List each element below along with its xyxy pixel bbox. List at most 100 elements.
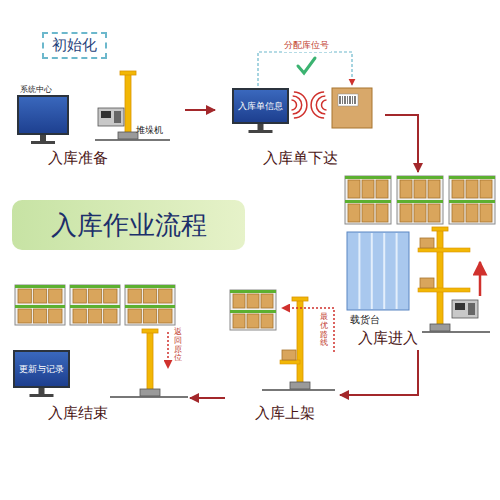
rack-frame (397, 176, 443, 224)
flow-arrow (385, 115, 418, 172)
crane-mast (125, 74, 131, 138)
crane-fork (418, 248, 470, 252)
unit-display (455, 303, 465, 310)
cargo-box (73, 309, 86, 323)
flow-arrow (185, 109, 215, 111)
crane-fork (418, 288, 470, 292)
annotation-label: 分配库位号 (282, 39, 331, 52)
rack-frame (345, 176, 391, 224)
cargo-box (233, 294, 245, 308)
unit-body (98, 108, 124, 126)
rack-shelf-top (125, 285, 175, 288)
annotation-label: 最优路线 (320, 313, 328, 348)
storage-rack (125, 285, 175, 325)
cargo-box (143, 289, 156, 303)
stacker-crane (95, 71, 170, 140)
cargo-box (400, 180, 412, 198)
monitor-stand (258, 124, 264, 130)
cargo-box (376, 180, 388, 198)
cargo-box (282, 350, 296, 360)
rack-frame (230, 290, 276, 330)
unit-panel (468, 303, 475, 315)
rack-shelf-top (15, 285, 65, 288)
rack-frame (449, 176, 495, 224)
cargo-box (480, 204, 492, 222)
cargo-box (128, 289, 141, 303)
rack-shelf-top (449, 176, 495, 179)
rack-shelf-top (397, 176, 443, 179)
crane-top (142, 329, 158, 333)
cargo-box (466, 204, 478, 222)
stage-group: 入库单下达入库单信息 (215, 40, 385, 170)
crane-mast (437, 230, 443, 330)
cargo-box (362, 180, 374, 198)
storage-rack (449, 176, 495, 224)
signal-wave (322, 100, 327, 110)
platform-stripe (371, 233, 373, 309)
monitor-foot (30, 394, 54, 397)
cargo-box (73, 289, 86, 303)
stage-group: 入库上架 (225, 285, 340, 425)
cargo-box (414, 204, 426, 222)
cargo-box (104, 289, 117, 303)
carton (332, 88, 372, 128)
crane-mast (147, 332, 153, 395)
rack-shelf-top (125, 305, 175, 308)
cargo-box (376, 204, 388, 222)
barcode-bar (344, 96, 345, 104)
storage-rack (230, 290, 276, 330)
cargo-box (49, 289, 62, 303)
control-unit (452, 300, 478, 318)
platform-stripe (358, 233, 360, 309)
barcode-bar (347, 96, 348, 104)
annotation-label: 载货台 (350, 313, 380, 327)
annotation-label: 堆垛机 (136, 124, 163, 137)
rack-frame (125, 285, 175, 325)
crane-base (290, 382, 310, 389)
unit-display (101, 111, 111, 118)
step-caption: 入库结束 (48, 404, 108, 423)
monitor-screen: 更新与记录 (13, 350, 70, 388)
cargo-box (233, 314, 245, 328)
barcode-bar (339, 96, 340, 104)
cargo-box (143, 309, 156, 323)
cargo-box (159, 309, 172, 323)
stacker-crane (110, 329, 188, 397)
cargo-box (348, 204, 360, 222)
lift-arrow (479, 262, 482, 296)
crane-base (430, 324, 450, 331)
barcode-bar (342, 96, 343, 104)
crane-base (140, 389, 160, 396)
cargo-box (247, 294, 259, 308)
crane-fork (280, 360, 300, 364)
annotation-label: 返回原位 (174, 328, 182, 363)
signal-wave (292, 100, 297, 110)
crane-top (432, 227, 448, 231)
monitor (18, 96, 68, 134)
barcode-tag (338, 94, 358, 106)
cargo-box (159, 289, 172, 303)
cargo-box (33, 309, 46, 323)
crane-base (118, 132, 138, 139)
step-caption: 入库进入 (358, 329, 418, 348)
step-caption: 入库准备 (48, 149, 108, 168)
cargo-box (452, 180, 464, 198)
cargo-box (261, 294, 273, 308)
cargo-box (414, 180, 426, 198)
signal-wave (316, 96, 325, 114)
cargo-box (400, 204, 412, 222)
barcode-bar (352, 96, 353, 104)
rack-frame (15, 285, 65, 325)
barcode-bar (354, 96, 355, 104)
step-caption: 入库单下达 (263, 149, 338, 168)
step-caption: 入库上架 (255, 404, 315, 423)
cargo-box (88, 289, 101, 303)
cargo-box (466, 180, 478, 198)
check-mark (298, 58, 315, 73)
platform-stripe (383, 233, 385, 309)
rack-shelf-top (449, 200, 495, 203)
assignment-line (258, 52, 352, 86)
rack-shelf-top (70, 305, 120, 308)
cargo-box (452, 204, 464, 222)
cargo-box (49, 309, 62, 323)
